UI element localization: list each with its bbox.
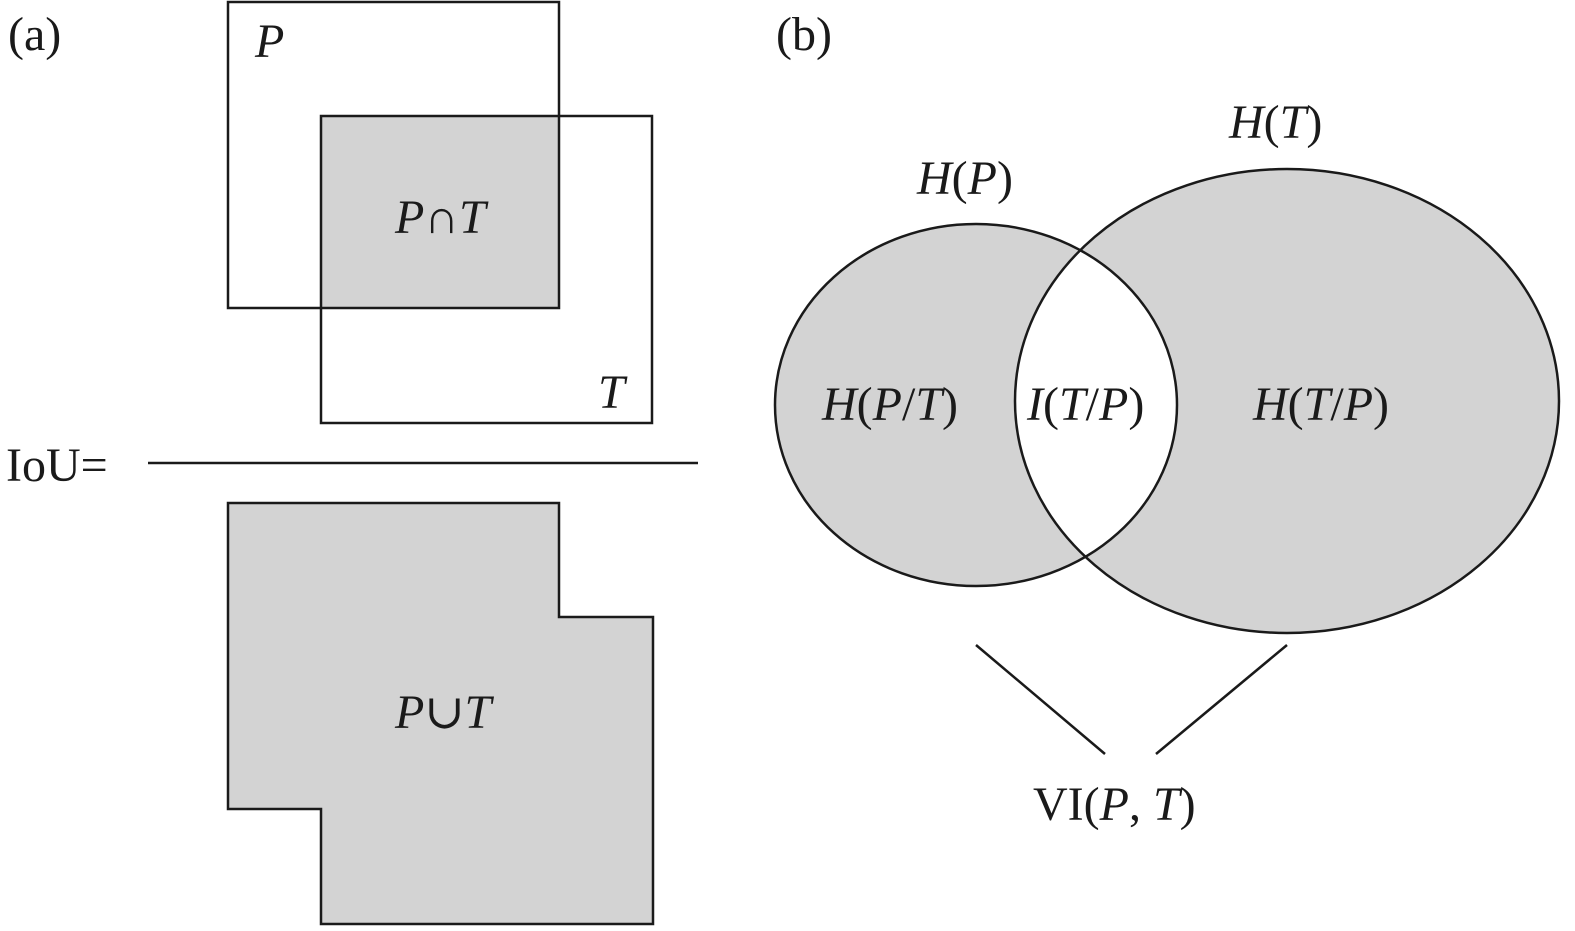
- intersection-area: [321, 116, 559, 308]
- hp-ellipse: [773, 222, 1179, 588]
- panel-b-tag: (b): [776, 8, 832, 61]
- iou-label: IoU=: [6, 439, 108, 492]
- panel-b: (b) H(P) H(T) H(P/T) I(T/P) H(T/P) VI(P,…: [773, 8, 1561, 831]
- panel-a-tag: (a): [8, 8, 61, 61]
- intersection-label: P∩T: [394, 191, 489, 244]
- hpt-label: H(P/T): [821, 378, 958, 431]
- vi-connector-left: [975, 644, 1106, 755]
- itp-label: I(T/P): [1026, 378, 1144, 431]
- box-t: [319, 114, 654, 425]
- hp-label: H(P): [916, 152, 1013, 205]
- vi-label: VI(P, T): [1033, 778, 1196, 831]
- union-area: [226, 501, 655, 926]
- box-t-label: T: [598, 366, 628, 419]
- htp-label: H(T/P): [1252, 378, 1389, 431]
- vi-connector-right: [1155, 644, 1288, 755]
- ht-ellipse: [1013, 167, 1561, 635]
- box-p: [226, 0, 561, 310]
- box-p-label: P: [254, 15, 284, 68]
- ht-ellipse-fill: [1015, 169, 1559, 633]
- panel-a: (a) P T P∩T IoU= P∪T: [6, 0, 698, 926]
- union-label: P∪T: [394, 686, 495, 739]
- ht-label: H(T): [1228, 96, 1322, 149]
